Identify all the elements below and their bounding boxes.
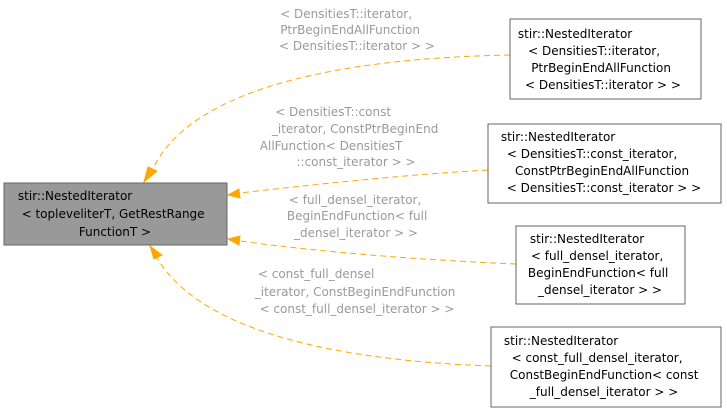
edge-4 [149,244,492,367]
class-node-2-label: stir::NestedIterator < DensitiesT::const… [501,130,701,195]
edge-label-2-line-1: < DensitiesT::const [275,105,391,119]
edge-label-2: < DensitiesT::const _iterator, ConstPtrB… [260,105,442,169]
class-node-1[interactable]: stir::NestedIterator < DensitiesT::itera… [509,18,702,100]
edge-1-arrowhead [143,166,158,184]
edge-2-arrowhead [226,188,241,199]
edge-2-line [239,169,489,194]
edge-label-4-line-3: < const_full_densel_iterator > > [260,302,455,316]
edge-label-4: < const_full_densel _iterator, ConstBegi… [254,267,459,316]
node-3-line-3: BeginEndFunction< full [528,266,668,280]
edge-label-4-line-2: _iterator, ConstBeginEndFunction [254,285,456,299]
class-node-3-box [515,225,686,305]
class-node-4-box [490,326,722,408]
class-node-4-label: stir::NestedIterator < const_full_densel… [504,334,702,399]
edge-label-3-line-2: BeginEndFunction< full [287,209,427,223]
target-line-1: stir::NestedIterator [18,189,132,203]
edge-label-3-line-1: < full_densel_iterator, [289,193,421,207]
node-4-line-4: _full_densel_iterator > > [529,385,679,399]
node-1-line-1: stir::NestedIterator [518,27,632,41]
target-class-label: stir::NestedIterator < topleveliterT, Ge… [18,189,208,239]
target-class-node[interactable]: stir::NestedIterator < topleveliterT, Ge… [3,182,228,246]
edge-label-4-line-1: < const_full_densel [258,267,374,281]
edge-label-3-line-3: _densel_iterator > > [293,226,418,240]
edge-2 [226,169,489,199]
node-1-line-4: < DensitiesT::iterator > > [525,78,681,92]
node-4-line-2: < const_full_densel_iterator, [512,351,683,365]
node-1-line-3: PtrBeginEndAllFunction [531,61,671,75]
class-node-2[interactable]: stir::NestedIterator < DensitiesT::const… [487,123,722,204]
edge-label-1: < DensitiesT::iterator, PtrBeginEndAllFu… [279,7,435,53]
node-2-line-1: stir::NestedIterator [501,130,615,144]
class-node-4[interactable]: stir::NestedIterator < const_full_densel… [490,326,722,408]
edge-label-1-line-2: PtrBeginEndAllFunction [280,23,420,37]
edge-3 [226,235,517,265]
node-4-line-3: ConstBeginEndFunction< const [510,368,699,382]
class-node-3-label: stir::NestedIterator < full_densel_itera… [528,232,672,297]
target-line-2: < topleveliterT, GetRestRange [22,207,205,221]
node-3-line-1: stir::NestedIterator [530,232,644,246]
edge-1-line [151,54,511,172]
node-2-line-4: < DensitiesT::const_iterator > > [507,181,701,195]
edge-label-1-line-3: < DensitiesT::iterator > > [279,39,435,53]
edge-3-line [239,240,517,265]
edge-label-1-line-1: < DensitiesT::iterator, [280,7,412,21]
edge-3-arrowhead [226,235,241,246]
node-3-line-4: _densel_iterator > > [537,283,662,297]
edge-4-arrowhead [149,244,163,260]
target-line-3: FunctionT > [79,225,151,239]
target-class-box [3,182,228,246]
class-node-2-box [487,123,722,204]
edge-label-2-line-4: ::const_iterator > > [296,155,415,169]
class-node-3[interactable]: stir::NestedIterator < full_densel_itera… [515,225,686,305]
node-2-line-2: < DensitiesT::const_iterator, [507,147,677,161]
node-3-line-2: < full_densel_iterator, [531,249,663,263]
node-1-line-2: < DensitiesT::iterator, [528,44,660,58]
node-4-line-1: stir::NestedIterator [504,334,618,348]
node-2-line-3: ConstPtrBeginEndAllFunction [515,164,689,178]
edge-4-line [156,257,492,367]
edge-label-3: < full_densel_iterator, BeginEndFunction… [287,193,431,240]
class-node-1-box [509,18,702,100]
edge-label-2-line-2: _iterator, ConstPtrBeginEnd [271,122,438,136]
edge-label-2-line-3: AllFunction< DensitiesT [260,139,403,153]
edge-1 [143,54,511,184]
class-node-1-label: stir::NestedIterator < DensitiesT::itera… [518,27,681,92]
